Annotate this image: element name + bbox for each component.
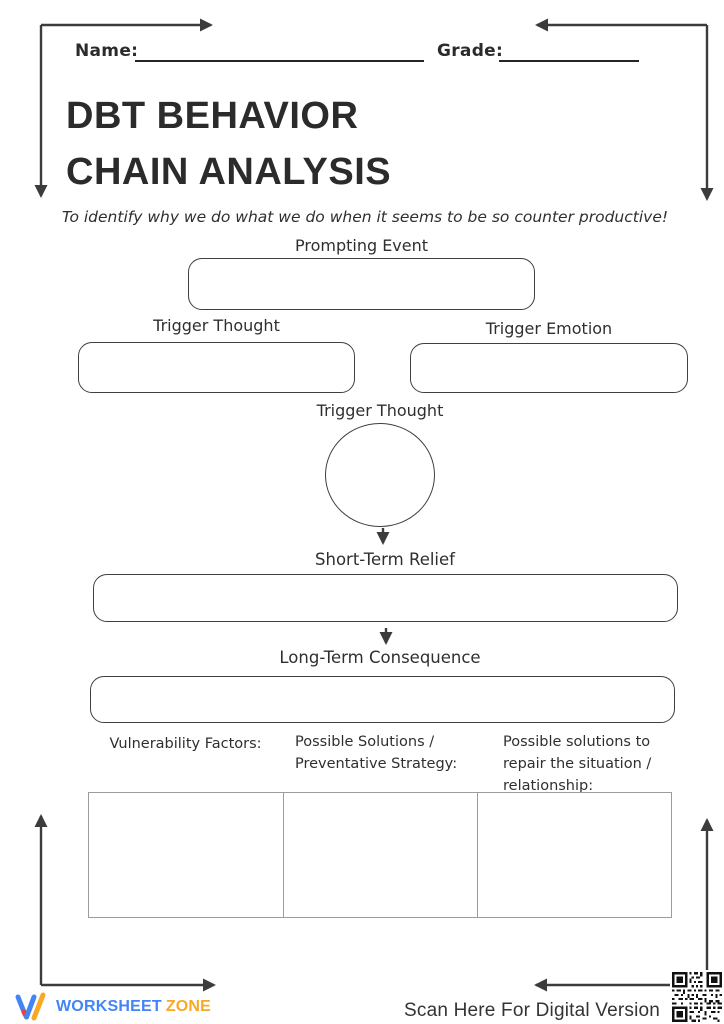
grade-label: Grade: (437, 41, 504, 61)
page-title: DBT BEHAVIOR CHAIN ANALYSIS (66, 88, 391, 200)
prompting-event-box[interactable] (188, 258, 535, 310)
corner-arrow-top-right-icon (535, 18, 714, 201)
long-term-consequence-label: Long-Term Consequence (279, 648, 481, 667)
column-header-repair: Possible solutions to repair the situati… (503, 734, 652, 794)
table-cell-vulnerability[interactable] (89, 793, 284, 917)
qr-code-icon (670, 970, 724, 1024)
table-cell-repair[interactable] (478, 793, 671, 917)
name-input-line[interactable] (135, 59, 424, 62)
trigger-thought-box[interactable] (78, 342, 355, 393)
solutions-table (88, 792, 672, 918)
logo-w-icon (15, 992, 46, 1021)
logo-word-worksheet: WORKSHEET (56, 998, 162, 1015)
short-term-relief-label: Short-Term Relief (315, 550, 455, 569)
table-cell-solutions[interactable] (284, 793, 478, 917)
prompting-event-label: Prompting Event (294, 236, 429, 255)
long-term-consequence-box[interactable] (90, 676, 675, 723)
subtitle: To identify why we do what we do when it… (61, 208, 669, 226)
grade-input-line[interactable] (499, 59, 639, 62)
trigger-thought-left-label: Trigger Thought (153, 316, 280, 335)
trigger-emotion-box[interactable] (410, 343, 688, 393)
worksheetzone-logo-mark (14, 990, 52, 1022)
column-header-vulnerability: Vulnerability Factors: (109, 736, 262, 752)
name-label: Name: (75, 41, 139, 61)
scan-here-text: Scan Here For Digital Version (404, 1000, 661, 1021)
trigger-emotion-label: Trigger Emotion (485, 319, 613, 338)
page-title-line1: DBT BEHAVIOR (66, 95, 359, 137)
short-term-relief-box[interactable] (93, 574, 678, 622)
logo-word-zone: ZONE (165, 998, 212, 1015)
trigger-thought-circle[interactable] (325, 423, 435, 527)
column-header-solutions: Possible Solutions / Preventative Strate… (295, 734, 458, 772)
trigger-thought-center-label: Trigger Thought (316, 401, 444, 420)
qr-code (670, 970, 724, 1024)
page-title-line2: CHAIN ANALYSIS (66, 151, 392, 193)
